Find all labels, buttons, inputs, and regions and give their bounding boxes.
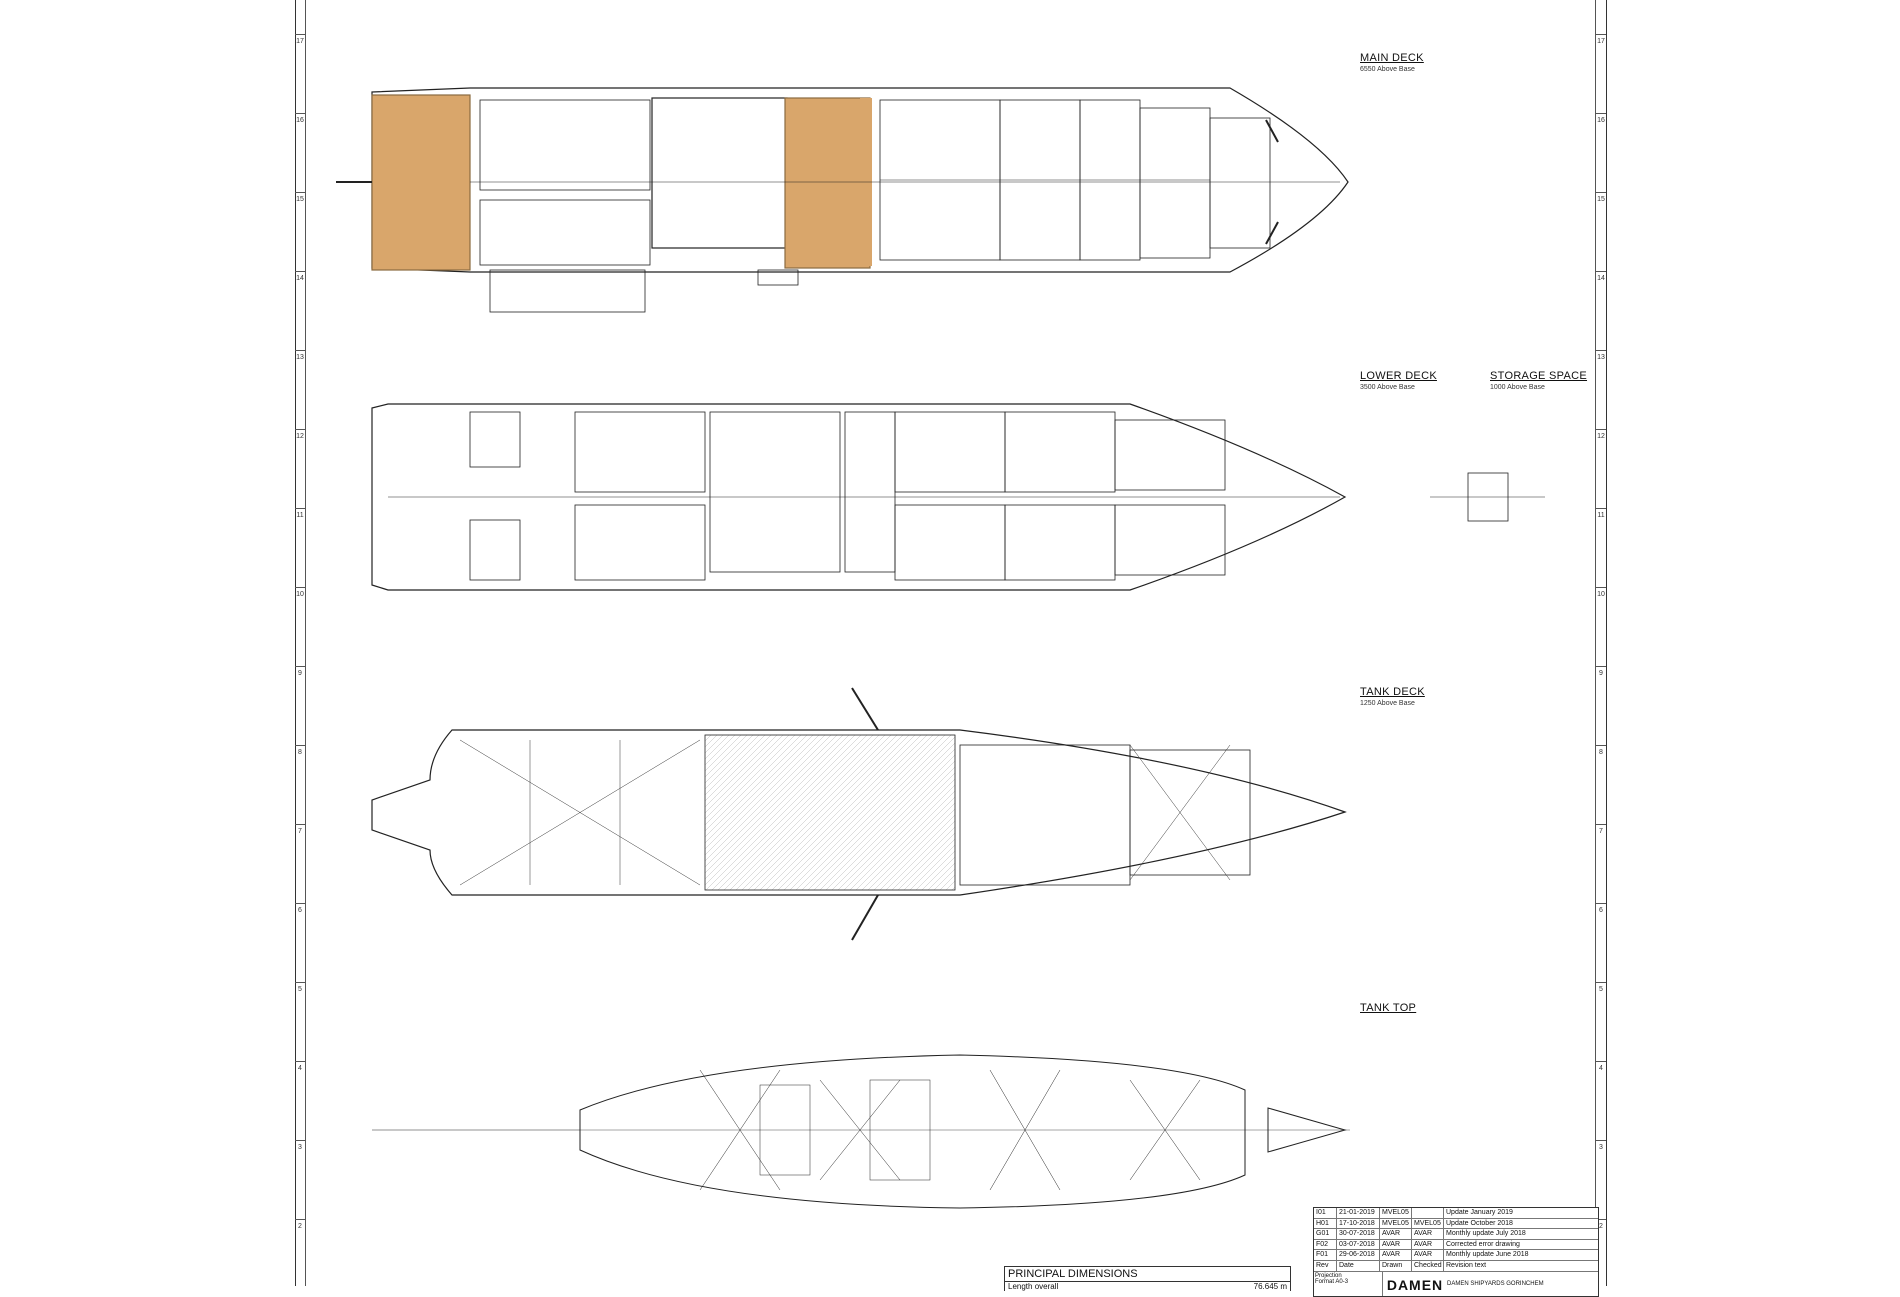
damen-logo: DAMEN <box>1386 1276 1444 1293</box>
storage-space-title: STORAGE SPACE <box>1490 370 1588 382</box>
grid-row-label: 5 <box>295 982 305 993</box>
revision-date: 03-07-2018 <box>1337 1239 1380 1250</box>
revision-text: Update January 2019 <box>1446 1209 1513 1216</box>
grid-row-label: 11 <box>1596 508 1606 519</box>
revision-checked: MVEL05 <box>1412 1218 1444 1229</box>
grid-row-label: 11 <box>295 508 305 519</box>
lower-deck-plan <box>371 403 1545 591</box>
revision-text: Corrected error drawing <box>1446 1240 1520 1248</box>
revision-checked: AVAR <box>1412 1229 1444 1239</box>
tank-deck-plan <box>371 687 1347 941</box>
storage-space-height: 1000 Above Base <box>1490 384 1545 391</box>
revision-date: 17-10-2018 <box>1337 1218 1380 1229</box>
revision-rev: G01 <box>1314 1229 1337 1239</box>
grid-row-label: 17 <box>1596 34 1606 45</box>
revision-drawn: MVEL05 <box>1380 1218 1412 1229</box>
revision-date: Date <box>1337 1260 1380 1271</box>
grid-row-label: 9 <box>1596 666 1606 677</box>
grid-row-label: 8 <box>295 745 305 756</box>
revision-drawn: Drawn <box>1380 1260 1412 1271</box>
grid-row-label: 13 <box>295 350 305 361</box>
grid-row-label: 15 <box>295 192 305 203</box>
grid-row-label: 16 <box>295 113 305 124</box>
grid-row-label: 12 <box>1596 429 1606 440</box>
grid-row-label: 3 <box>1596 1140 1606 1151</box>
revision-rev: I01 <box>1314 1208 1337 1218</box>
tank-top-plan <box>372 1054 1350 1209</box>
revision-drawn: AVAR <box>1380 1229 1412 1239</box>
grid-row-label: 15 <box>1596 192 1606 203</box>
revision-checked: AVAR <box>1412 1239 1444 1250</box>
grid-row-label: 14 <box>295 271 305 282</box>
grid-row-label: 2 <box>295 1219 305 1230</box>
revision-rev: F01 <box>1314 1250 1337 1260</box>
revision-drawn: AVAR <box>1380 1239 1412 1250</box>
format-label: Format <box>1315 1278 1335 1285</box>
revision-text: Revision text <box>1446 1261 1487 1269</box>
revision-checked: AVAR <box>1412 1250 1444 1260</box>
tank-deck-title: TANK DECK <box>1360 686 1425 698</box>
grid-row-label: 6 <box>1596 903 1606 914</box>
format-value: A0-3 <box>1335 1278 1349 1285</box>
projection-label: Projection <box>1315 1272 1342 1279</box>
tank-top-title: TANK TOP <box>1360 1002 1417 1014</box>
grid-row-label: 17 <box>295 34 305 45</box>
revision-rev: Rev <box>1314 1260 1337 1271</box>
revision-text: Update October 2018 <box>1446 1219 1513 1227</box>
revision-drawn: MVEL05 <box>1380 1208 1412 1218</box>
lower-deck-height: 3500 Above Base <box>1360 384 1415 391</box>
grid-row-label: 12 <box>295 429 305 440</box>
revision-date: 29-06-2018 <box>1337 1250 1380 1260</box>
revision-rev: F02 <box>1314 1239 1337 1250</box>
grid-row-label: 7 <box>295 824 305 835</box>
grid-row-label: 14 <box>1596 271 1606 282</box>
grid-row-label: 13 <box>1596 350 1606 361</box>
revision-text: Monthly update July 2018 <box>1446 1230 1526 1238</box>
principal-dimensions-title: PRINCIPAL DIMENSIONS <box>1005 1267 1290 1282</box>
tank-deck-height: 1250 Above Base <box>1360 700 1415 707</box>
grid-row-label: 16 <box>1596 113 1606 124</box>
main-deck-title: MAIN DECK <box>1360 52 1424 64</box>
grid-row-label: 6 <box>295 903 305 914</box>
revision-checked: Checked <box>1412 1260 1444 1271</box>
principal-dimensions-table: PRINCIPAL DIMENSIONS Length overall 76.6… <box>1004 1266 1291 1291</box>
revision-drawn: AVAR <box>1380 1250 1412 1260</box>
grid-ruler-right: 17 16 15 14 13 12 11 10 9 8 7 6 5 4 3 2 <box>1595 0 1606 1286</box>
length-overall-label: Length overall <box>1008 1282 1059 1291</box>
grid-ruler-left: 17 16 15 14 13 12 11 10 9 8 7 6 5 4 3 2 <box>295 0 306 1286</box>
grid-row-label: 3 <box>295 1140 305 1151</box>
principal-dimensions-row: Length overall 76.645 m <box>1005 1282 1290 1291</box>
grid-row-label: 4 <box>295 1061 305 1072</box>
grid-row-label: 4 <box>1596 1061 1606 1072</box>
revision-rev: H01 <box>1314 1218 1337 1229</box>
grid-row-label: 10 <box>1596 587 1606 598</box>
main-deck-height: 6550 Above Base <box>1360 66 1415 73</box>
shipyard-name: DAMEN SHIPYARDS GORINCHEM <box>1447 1280 1544 1287</box>
grid-row-label: 5 <box>1596 982 1606 993</box>
length-overall-value: 76.645 m <box>1253 1282 1287 1291</box>
revision-checked <box>1412 1208 1444 1218</box>
grid-row-label: 2 <box>1596 1219 1606 1230</box>
grid-row-label: 10 <box>295 587 305 598</box>
main-deck-plan <box>336 87 1349 313</box>
grid-row-label: 7 <box>1596 824 1606 835</box>
grid-row-label: 8 <box>1596 745 1606 756</box>
grid-row-label: 9 <box>295 666 305 677</box>
revision-text: Monthly update June 2018 <box>1446 1251 1529 1259</box>
lower-deck-title: LOWER DECK <box>1360 370 1437 382</box>
revision-date: 21-01-2019 <box>1337 1208 1380 1218</box>
revision-date: 30-07-2018 <box>1337 1229 1380 1239</box>
